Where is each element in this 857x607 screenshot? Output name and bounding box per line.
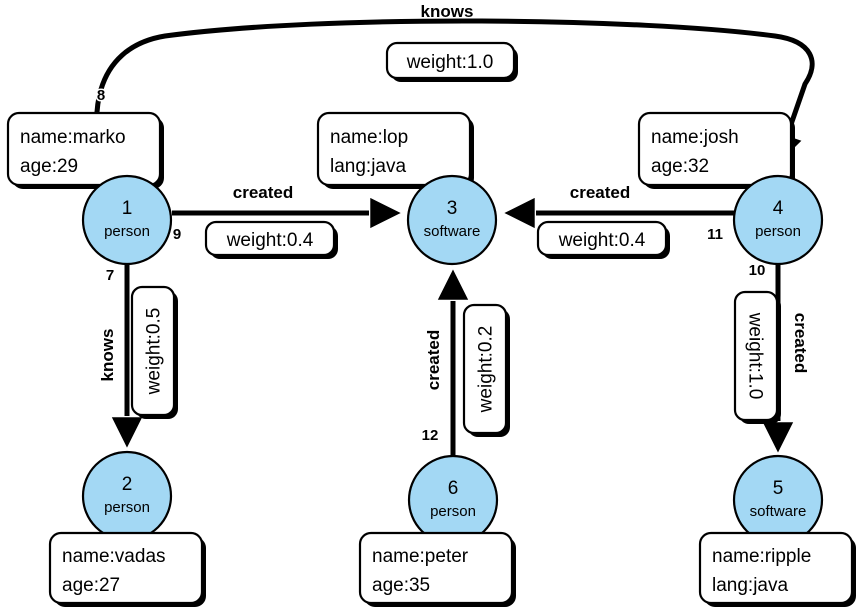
edge-7-label: knows — [98, 329, 117, 382]
vertex-5-prop-line1: name:ripple — [712, 546, 811, 567]
edge-8-weight-label: weight:1.0 — [406, 52, 494, 73]
vertex-6-id: 6 — [448, 478, 459, 499]
edge-9-weight-label: weight:0.4 — [226, 230, 314, 251]
edge-12-label: created — [424, 330, 443, 390]
vertex-1-id: 1 — [122, 198, 133, 219]
bottom-property-boxes-layer: name:vadas age:27 name:peter age:35 name… — [48, 531, 856, 607]
vertex-4-id: 4 — [773, 198, 784, 219]
edge-8-knows[interactable] — [92, 16, 817, 180]
vertex-3[interactable]: 3 software — [406, 174, 498, 266]
edge-8-id: 8 — [97, 87, 105, 104]
vertex-3-label: software — [424, 223, 481, 240]
vertex-6-label: person — [430, 503, 476, 520]
edge-9-id: 9 — [173, 226, 181, 243]
edge-11-weight-label: weight:0.4 — [558, 230, 646, 251]
edge-8-path — [94, 18, 815, 179]
vertices-layer: 1 person 3 software 4 person 2 person 6 … — [81, 174, 824, 546]
vertex-3-prop-line2: lang:java — [330, 156, 406, 177]
property-boxes-layer: name:marko age:29 name:lop lang:java nam… — [6, 111, 795, 189]
vertex-6-property-box: name:peter age:35 — [358, 531, 516, 607]
vertex-5-id: 5 — [773, 478, 784, 499]
edges-layer — [92, 16, 817, 456]
vertex-4-prop-line2: age:32 — [651, 156, 709, 177]
edge-weight-boxes-layer: weight:1.0 weight:0.4 weight:0.4 weight:… — [130, 41, 781, 437]
edge-labels-layer: knows 8 created 9 created 11 knows 7 cre… — [95, 1, 811, 446]
vertex-5-property-box: name:ripple lang:java — [698, 531, 856, 607]
edge-12-weight-box: weight:0.2 — [462, 303, 510, 437]
vertex-6-prop-line2: age:35 — [372, 575, 430, 596]
vertex-4-property-box: name:josh age:32 — [637, 111, 795, 189]
vertex-2-label: person — [104, 499, 150, 516]
edge-7-weight-box: weight:0.5 — [130, 285, 178, 419]
vertex-3-id: 3 — [447, 198, 458, 219]
edge-12-id: 12 — [422, 427, 439, 444]
edge-7-id: 7 — [106, 267, 114, 284]
vertex-1-label: person — [104, 223, 150, 240]
vertex-4-label: person — [755, 223, 801, 240]
edge-12-weight-label: weight:0.2 — [476, 326, 497, 414]
edge-11-id: 11 — [707, 226, 723, 243]
vertex-3-prop-line1: name:lop — [330, 127, 408, 148]
vertex-3-property-box: name:lop lang:java — [316, 111, 474, 189]
vertex-2-id: 2 — [122, 474, 133, 495]
edge-11-label: created — [570, 183, 630, 202]
vertex-4[interactable]: 4 person — [732, 174, 824, 266]
vertex-2[interactable]: 2 person — [81, 450, 173, 542]
vertex-2-prop-line2: age:27 — [62, 575, 120, 596]
vertex-6[interactable]: 6 person — [407, 454, 499, 546]
vertex-5-label: software — [750, 503, 807, 520]
vertex-1-prop-line2: age:29 — [20, 156, 78, 177]
edge-10-weight-box: weight:1.0 — [733, 290, 781, 424]
vertex-6-prop-line1: name:peter — [372, 546, 469, 567]
edge-10-id: 10 — [749, 262, 766, 279]
vertex-5[interactable]: 5 software — [732, 454, 824, 546]
edge-7-weight-label: weight:0.5 — [144, 308, 165, 396]
vertex-5-prop-line2: lang:java — [712, 575, 788, 596]
edge-9-label: created — [233, 183, 293, 202]
vertex-1[interactable]: 1 person — [81, 174, 173, 266]
vertex-4-prop-line1: name:josh — [651, 127, 739, 148]
edge-8-label: knows — [421, 2, 474, 21]
edge-8-weight-box: weight:1.0 — [385, 41, 518, 82]
vertex-2-property-box: name:vadas age:27 — [48, 531, 206, 607]
edge-10-weight-label: weight:1.0 — [744, 312, 765, 400]
edge-9-weight-box: weight:0.4 — [204, 220, 338, 259]
vertex-2-prop-line1: name:vadas — [62, 546, 166, 567]
vertex-1-prop-line1: name:marko — [20, 127, 126, 148]
vertex-1-property-box: name:marko age:29 — [6, 111, 164, 189]
edge-11-weight-box: weight:0.4 — [536, 220, 670, 259]
edge-10-label: created — [791, 313, 810, 373]
